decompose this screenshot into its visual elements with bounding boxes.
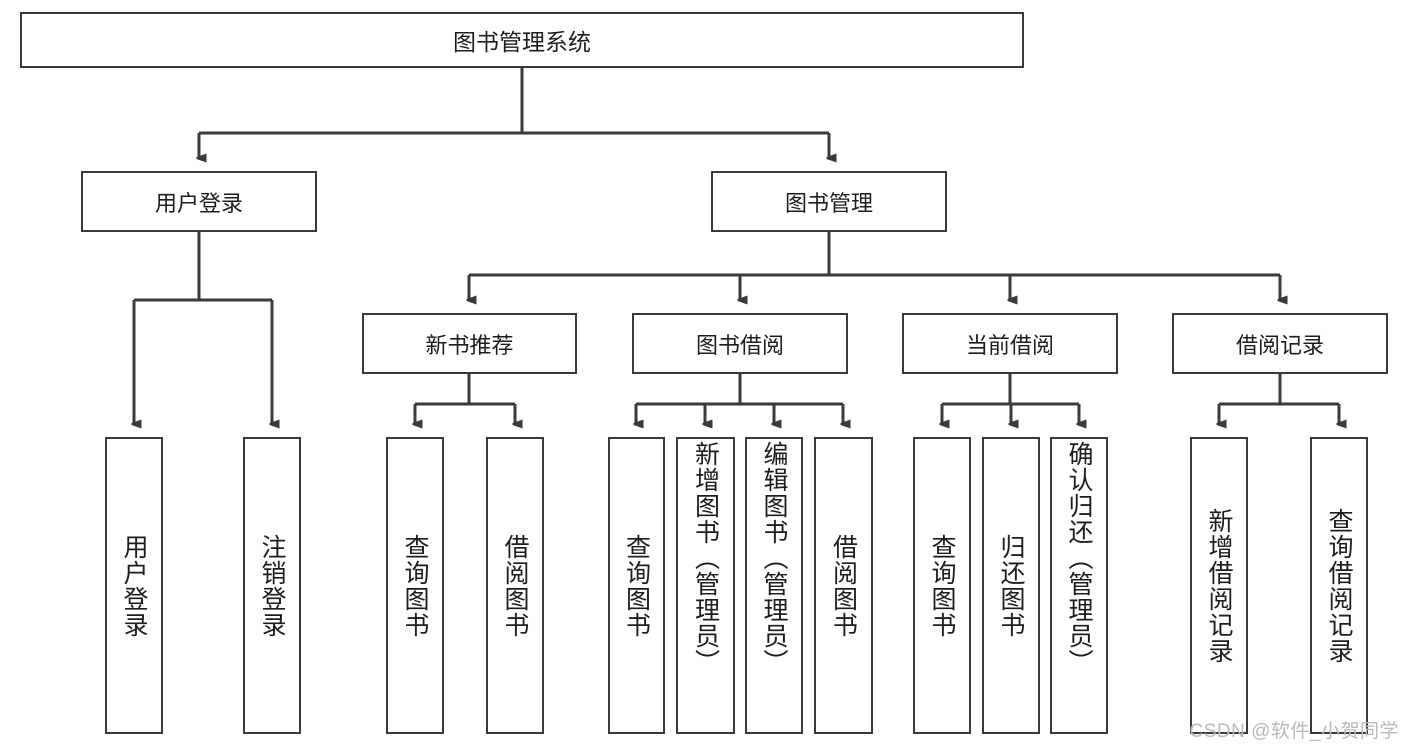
node-book-manage-label: 图书管理 [784, 190, 873, 216]
leaf-add-book[interactable]: 新增图书（管理员） [676, 437, 735, 734]
node-borrow-record-label: 借阅记录 [1235, 332, 1324, 358]
leaf-query-book-1[interactable]: 查询图书 [386, 437, 444, 734]
leaf-edit-book[interactable]: 编辑图书（管理员） [745, 437, 803, 734]
node-root[interactable]: 图书管理系统 [20, 12, 1024, 68]
leaf-add-record[interactable]: 新增借阅记录 [1190, 437, 1248, 734]
leaf-add-book-label: 新增图书（管理员） [691, 441, 720, 675]
leaf-return-book-label: 归还图书 [997, 533, 1025, 638]
node-current-borrow-label: 当前借阅 [965, 332, 1054, 358]
leaf-logout-label: 注销登录 [258, 533, 286, 638]
node-user-login[interactable]: 用户登录 [81, 171, 317, 232]
leaf-query-record-label: 查询借阅记录 [1325, 507, 1353, 664]
leaf-add-record-label: 新增借阅记录 [1205, 507, 1233, 664]
leaf-user-login[interactable]: 用户登录 [105, 437, 163, 734]
leaf-query-book-3-label: 查询图书 [928, 533, 956, 638]
leaf-edit-book-label: 编辑图书（管理员） [760, 441, 788, 675]
csdn-watermark: CSDN @软件_小贺同学 [1189, 721, 1399, 742]
leaf-query-record[interactable]: 查询借阅记录 [1310, 437, 1368, 734]
node-book-borrow[interactable]: 图书借阅 [632, 313, 848, 374]
leaf-user-login-label: 用户登录 [120, 533, 148, 638]
leaf-logout[interactable]: 注销登录 [243, 437, 301, 734]
node-book-manage[interactable]: 图书管理 [711, 171, 947, 232]
node-root-label: 图书管理系统 [453, 29, 591, 55]
leaf-confirm-return-label: 确认归还（管理员） [1065, 441, 1093, 675]
leaf-borrow-book-1-label: 借阅图书 [501, 533, 529, 638]
leaf-query-book-1-label: 查询图书 [401, 533, 429, 638]
leaf-borrow-book-2-label: 借阅图书 [829, 533, 858, 638]
node-book-borrow-label: 图书借阅 [695, 332, 784, 358]
node-borrow-record[interactable]: 借阅记录 [1172, 313, 1388, 374]
leaf-return-book[interactable]: 归还图书 [982, 437, 1040, 734]
leaf-confirm-return[interactable]: 确认归还（管理员） [1050, 437, 1108, 734]
node-new-book-recommend-label: 新书推荐 [425, 332, 514, 358]
leaf-query-book-2[interactable]: 查询图书 [608, 437, 665, 734]
node-new-book-recommend[interactable]: 新书推荐 [362, 313, 577, 374]
node-user-login-label: 用户登录 [154, 190, 243, 216]
leaf-query-book-3[interactable]: 查询图书 [913, 437, 971, 734]
node-current-borrow[interactable]: 当前借阅 [902, 313, 1118, 374]
leaf-query-book-2-label: 查询图书 [622, 533, 651, 638]
leaf-borrow-book-1[interactable]: 借阅图书 [486, 437, 544, 734]
leaf-borrow-book-2[interactable]: 借阅图书 [814, 437, 873, 734]
